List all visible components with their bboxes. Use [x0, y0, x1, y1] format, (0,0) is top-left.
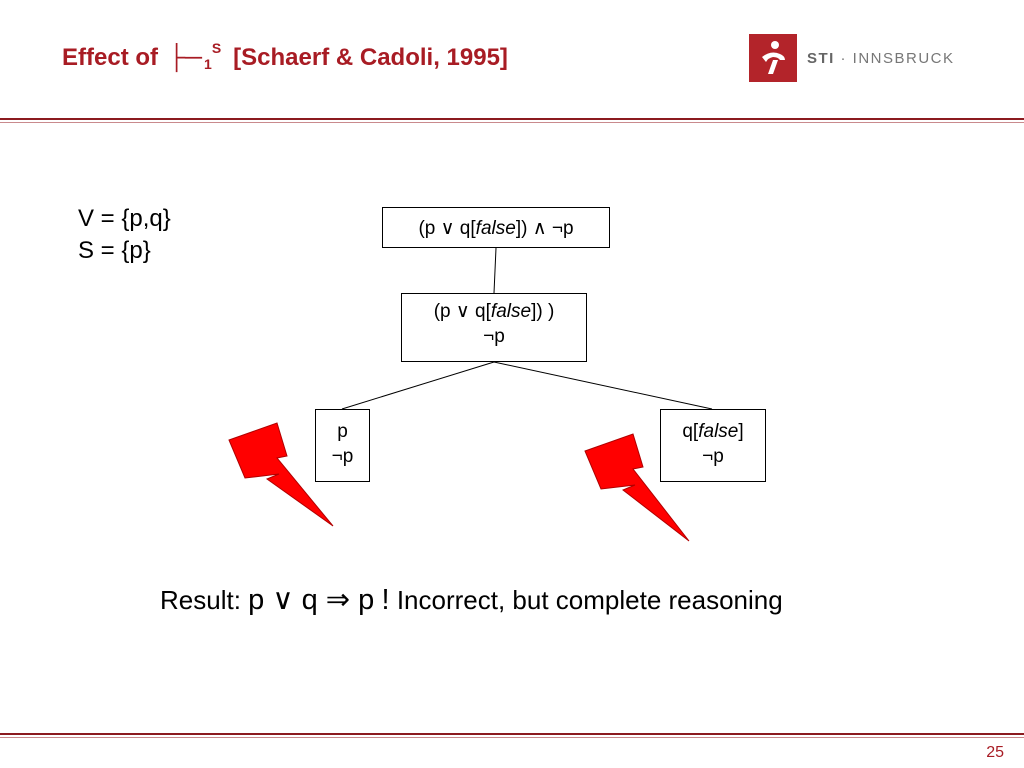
right-leaf-text-italic: false	[698, 421, 739, 442]
slide-title: Effect of ├─1S [Schaerf & Cadoli, 1995]	[62, 40, 508, 72]
lightning-bolt-icon	[584, 433, 690, 542]
result-line: Result: p ∨ q ⇒ p ! Incorrect, but compl…	[160, 582, 783, 617]
middle-text-pre: (p ∨ q[	[433, 301, 491, 322]
result-label: Result:	[160, 585, 241, 615]
header-divider	[0, 118, 1024, 120]
logo-text-bold: STI	[807, 49, 835, 67]
footer-divider-thin	[0, 737, 1024, 738]
footer-divider	[0, 733, 1024, 735]
logo-text-rest: · INNSBRUCK	[834, 49, 955, 67]
s-definition: S = {p}	[78, 237, 151, 264]
tableau-middle-node: (p ∨ q[false]) ) ¬p	[401, 293, 587, 362]
right-leaf-line-2: ¬p	[702, 446, 724, 467]
lightning-bolt-icon	[228, 422, 334, 527]
sti-innsbruck-logo: STI · INNSBRUCK	[749, 34, 955, 82]
turnstile-symbol: ├─	[168, 44, 203, 71]
turnstile-subscript: 1	[204, 56, 212, 72]
middle-line-1: (p ∨ q[false]) )	[402, 299, 586, 324]
header-divider-thin	[0, 122, 1024, 123]
logo-mark-icon	[749, 34, 797, 82]
tableau-root-node: (p ∨ q[false]) ∧ ¬p	[382, 207, 610, 248]
tableau-right-leaf: q[false] ¬p	[660, 409, 766, 482]
root-text-post: ]) ∧ ¬p	[515, 218, 574, 239]
root-text-italic: false	[475, 218, 516, 239]
turnstile-superscript: S	[211, 40, 222, 56]
right-leaf-line-1: q[false]	[661, 419, 765, 444]
edge-middle-right	[493, 361, 713, 410]
edge-root-middle	[493, 247, 497, 294]
title-reference: [Schaerf & Cadoli, 1995]	[233, 44, 508, 71]
left-leaf-line-2: ¬p	[331, 446, 354, 467]
tableau-left-leaf: p ¬p	[315, 409, 370, 482]
middle-text-italic: false	[490, 301, 532, 322]
root-text-pre: (p ∨ q[	[418, 218, 476, 239]
v-definition: V = {p,q}	[78, 205, 171, 232]
result-formula: p ∨ q ⇒ p	[248, 584, 375, 616]
right-leaf-text-post: ]	[738, 421, 744, 442]
edge-middle-left	[341, 361, 495, 410]
middle-line-2: ¬p	[483, 326, 505, 347]
right-leaf-text-pre: q[	[682, 421, 699, 442]
definitions: V = {p,q} S = {p}	[78, 203, 171, 267]
left-leaf-line-1: p	[337, 421, 348, 442]
result-exclamation: !	[381, 584, 390, 616]
logo-text: STI · INNSBRUCK	[807, 50, 955, 67]
middle-text-post: ]) )	[531, 301, 555, 322]
result-comment: Incorrect, but complete reasoning	[396, 585, 783, 615]
page-number: 25	[986, 744, 1004, 761]
title-prefix: Effect of	[62, 44, 158, 71]
